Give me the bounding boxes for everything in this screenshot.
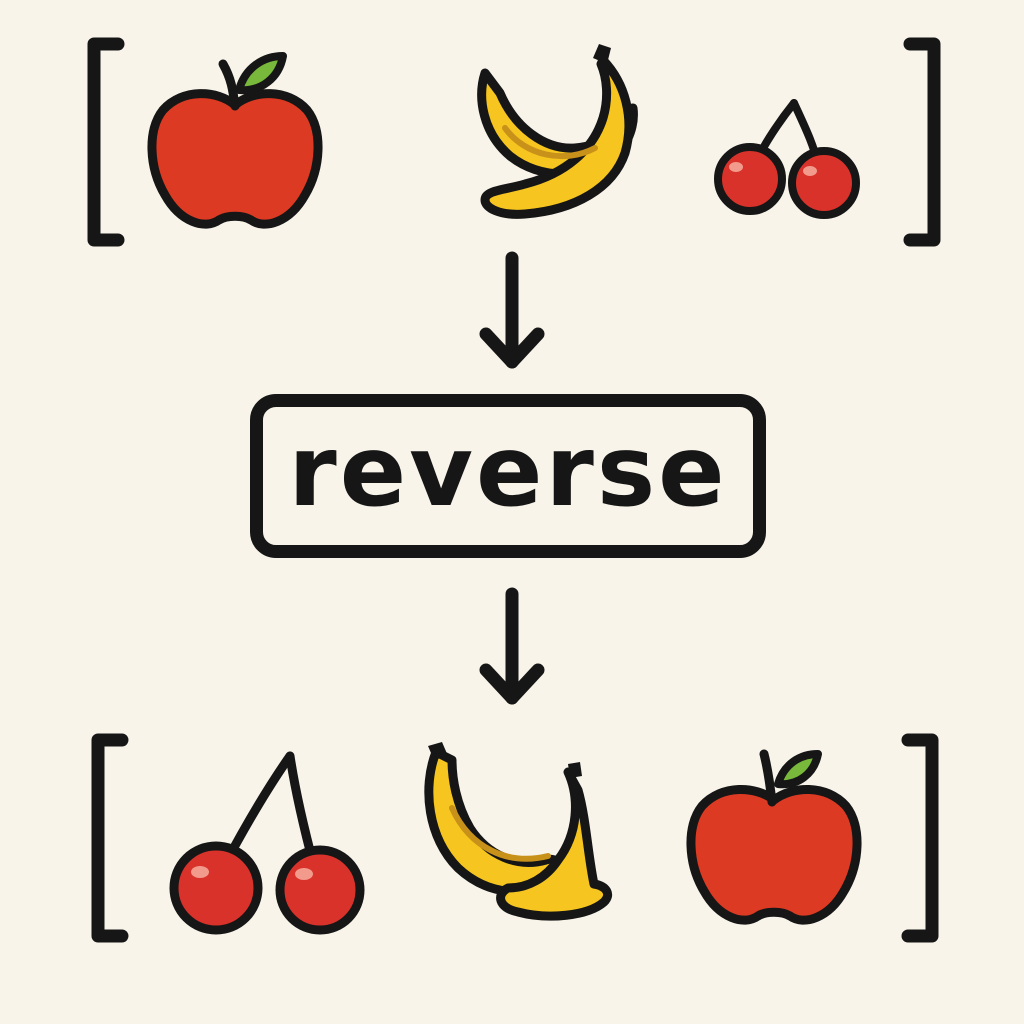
arrow-down-icon	[479, 251, 545, 369]
operation-label: reverse	[288, 415, 728, 529]
cherries-icon	[714, 99, 860, 219]
right-bracket-icon	[901, 733, 939, 943]
banana-icon	[424, 742, 613, 921]
arrow-down-icon	[479, 587, 545, 705]
banana-icon	[477, 44, 638, 219]
input-list	[0, 0, 1024, 260]
cherries-icon	[169, 751, 365, 935]
apple-icon	[686, 749, 862, 925]
reverse-operation-box: reverse	[250, 394, 766, 558]
right-bracket-icon	[903, 37, 941, 247]
apple-icon	[147, 52, 323, 229]
left-bracket-icon	[87, 37, 125, 247]
left-bracket-icon	[91, 733, 129, 943]
output-list	[0, 720, 1024, 980]
